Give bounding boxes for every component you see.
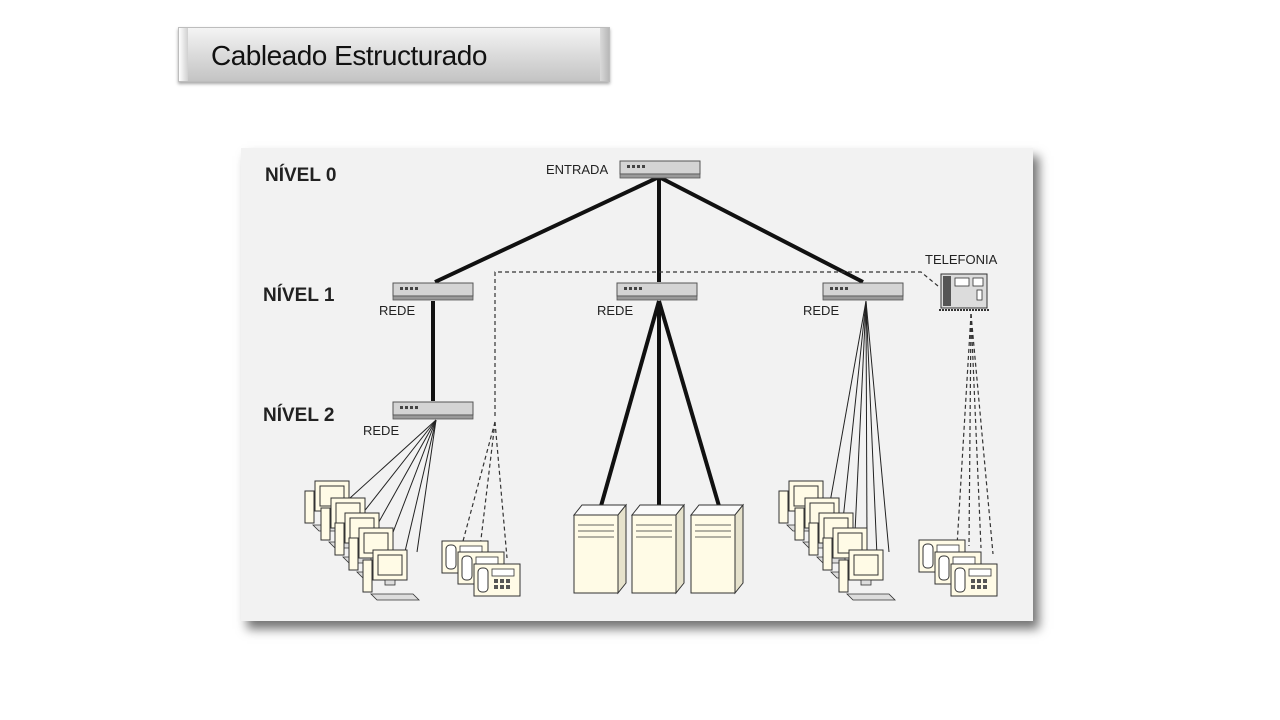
slide-title-box: Cableado Estructurado — [178, 27, 610, 82]
telefonia-label: TELEFONIA — [925, 252, 998, 267]
workstation-cluster-right — [778, 480, 896, 601]
slide-title: Cableado Estructurado — [211, 40, 487, 71]
telephone-icon — [950, 563, 998, 597]
network-diagram: NÍVEL 0 NÍVEL 1 NÍVEL 2 — [241, 148, 1033, 621]
server-cluster — [573, 504, 744, 594]
rede-label-2: REDE — [363, 423, 399, 438]
workstation-cluster-left — [304, 480, 420, 601]
server-icon — [573, 504, 627, 594]
entrada-switch: ENTRADA — [546, 160, 701, 179]
level-1-label: NÍVEL 1 — [263, 284, 335, 306]
entrada-label: ENTRADA — [546, 162, 608, 177]
rede-label-1b: REDE — [597, 303, 633, 318]
pbx-icon: TELEFONIA — [925, 252, 998, 311]
phone-cluster-right — [918, 539, 998, 597]
server-icon — [690, 504, 744, 594]
level-0-label: NÍVEL 0 — [265, 164, 336, 186]
backbone-links — [431, 175, 864, 507]
rede-switch-1b: REDE — [597, 282, 698, 318]
telephone-icon — [473, 563, 521, 597]
rede-label-1c: REDE — [803, 303, 839, 318]
level-2-label: NÍVEL 2 — [263, 404, 334, 426]
telephony-links — [458, 271, 994, 559]
rede-switch-2: REDE — [363, 401, 474, 438]
server-icon — [631, 504, 685, 594]
rede-switch-1a: REDE — [379, 282, 474, 318]
phone-cluster-left — [441, 540, 521, 597]
workstation-links — [338, 300, 890, 561]
rede-switch-1c: REDE — [803, 282, 904, 318]
rede-label-1a: REDE — [379, 303, 415, 318]
